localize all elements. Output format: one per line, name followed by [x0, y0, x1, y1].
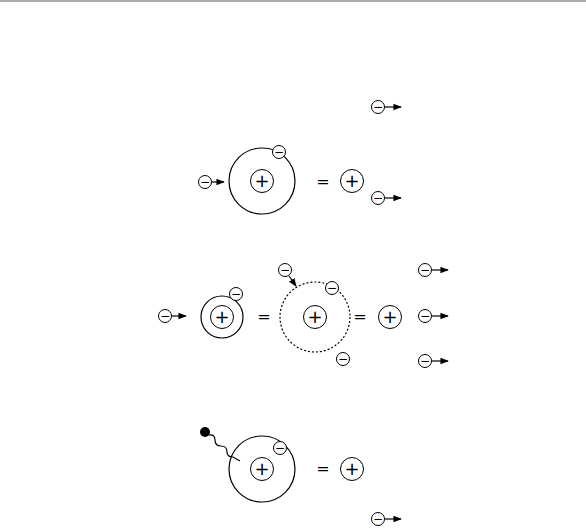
top-rule: [0, 1, 586, 2]
charge-sign: −: [373, 101, 383, 113]
excited-orbit: [280, 282, 350, 352]
equals-sign: =: [353, 309, 366, 325]
motion-arrow: [212, 181, 224, 182]
charge-sign: −: [338, 353, 348, 365]
nucleus-ion: +: [340, 169, 364, 193]
electron: −: [198, 175, 212, 189]
charge-sign: −: [274, 146, 284, 158]
charge-sign: −: [373, 513, 383, 525]
electron-orbit: [229, 436, 295, 502]
electron: −: [278, 263, 292, 277]
electron: −: [418, 354, 432, 368]
electron: −: [418, 263, 432, 277]
charge-sign: −: [373, 192, 383, 204]
motion-arrow: [385, 197, 401, 198]
charge-sign: −: [231, 288, 241, 300]
photon: [200, 427, 210, 437]
motion-arrow: [385, 106, 401, 107]
photon-wave: [209, 435, 240, 461]
motion-arrow: [432, 360, 448, 361]
charge-sign: +: [382, 308, 397, 326]
motion-arrow: [385, 518, 401, 519]
electron: −: [371, 512, 385, 526]
nucleus-ion: +: [250, 457, 274, 481]
electron: −: [273, 441, 287, 455]
electron: −: [158, 309, 172, 323]
charge-sign: −: [280, 264, 290, 276]
charge-sign: −: [420, 310, 430, 322]
charge-sign: +: [344, 460, 359, 478]
charge-sign: +: [254, 172, 269, 190]
nucleus-ion: +: [250, 169, 274, 193]
charge-sign: −: [420, 264, 430, 276]
electron: −: [229, 287, 243, 301]
electron-orbit: [229, 148, 295, 214]
electron: −: [336, 352, 350, 366]
charge-sign: −: [200, 176, 210, 188]
nucleus-ion: +: [340, 457, 364, 481]
charge-sign: −: [275, 442, 285, 454]
charge-sign: −: [420, 355, 430, 367]
electron: −: [325, 281, 339, 295]
charge-sign: +: [214, 308, 229, 326]
electron: −: [371, 100, 385, 114]
motion-arrow: [289, 276, 296, 286]
charge-sign: +: [307, 308, 322, 326]
motion-arrow: [172, 315, 186, 316]
equals-sign: =: [316, 461, 329, 477]
equals-sign: =: [316, 174, 329, 190]
charge-sign: +: [254, 460, 269, 478]
charge-sign: +: [344, 172, 359, 190]
motion-arrow: [432, 315, 448, 316]
electron-orbit: [201, 296, 243, 338]
equals-sign: =: [257, 309, 270, 325]
electron: −: [371, 191, 385, 205]
electron: −: [418, 309, 432, 323]
nucleus-ion: +: [378, 305, 402, 329]
motion-arrow: [432, 269, 448, 270]
charge-sign: −: [160, 310, 170, 322]
nucleus-ion: +: [210, 305, 234, 329]
nucleus-ion: +: [303, 305, 327, 329]
charge-sign: −: [327, 282, 337, 294]
electron: −: [272, 145, 286, 159]
